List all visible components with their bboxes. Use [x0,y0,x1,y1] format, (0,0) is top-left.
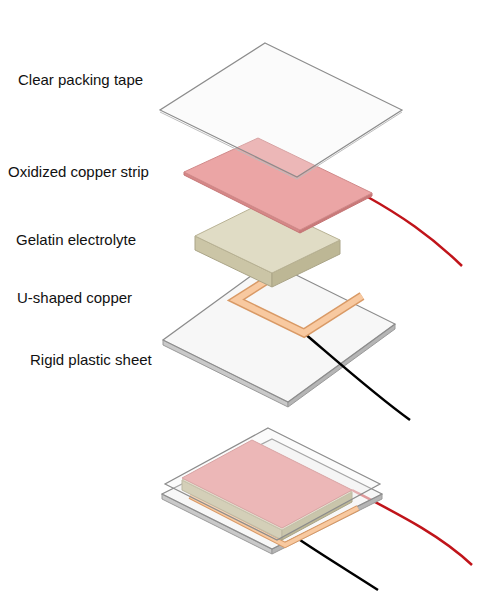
assembled-device [162,428,472,590]
part-label: Clear packing tape [18,71,143,89]
u-shaped-copper [236,263,410,420]
part-label: Rigid plastic sheet [30,351,152,369]
part-label: U-shaped copper [17,289,132,307]
part-label: Gelatin electrolyte [16,231,136,249]
part-label: Oxidized copper strip [8,163,149,181]
packing-tape [160,43,402,179]
